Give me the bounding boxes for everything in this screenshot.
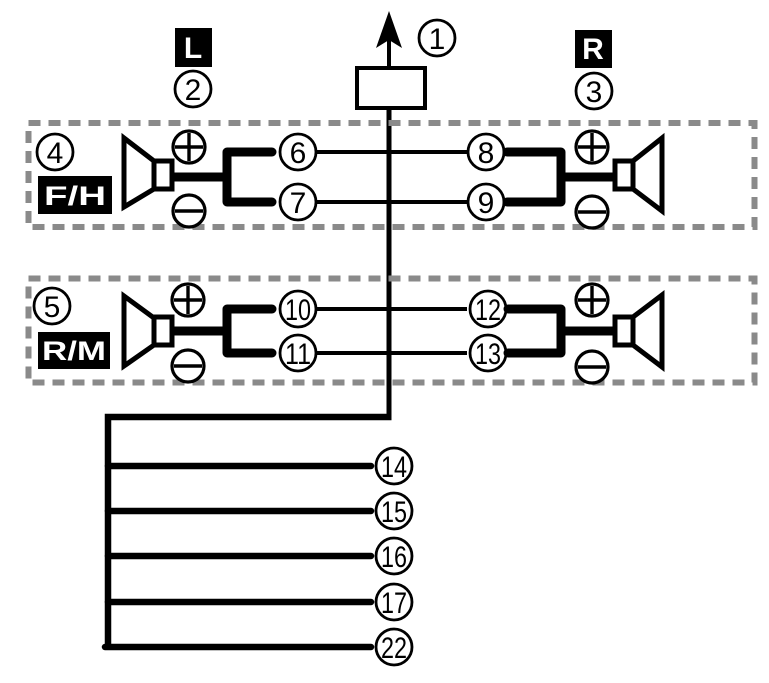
wire-bracket-front-right [502,147,566,207]
antenna-lead: 1 [355,11,457,110]
ref-circle-6 [278,132,318,172]
ref-circle-7 [278,182,318,222]
rear-mid-badge-label: R/M [42,336,106,366]
right-channel-badge [575,30,612,68]
right-channel-badge-label: R [582,33,604,66]
bottom-leads-group: 14 15 16 17 22 [101,413,414,667]
speaker-driver-front-right [612,158,636,192]
ref-label-9: 9 [478,187,495,220]
speaker-icon-front-right [630,132,665,217]
left-channel-badge [175,28,212,67]
ref-circle-15 [374,491,414,531]
ref-circle-17 [374,582,414,622]
ref-circle-11 [278,333,318,373]
left-channel-badge-label: L [184,32,202,65]
speaker-driver-front-left [151,158,175,192]
speaker-icon-front-left [121,132,157,212]
ref-label-4: 4 [47,137,64,170]
left-channel-marker: L 2 [173,28,213,109]
front-high-group: 4 F/H 6 7 8 9 [25,120,758,230]
ref-circle-2 [173,69,213,109]
harness-elbow-line [104,413,392,647]
ref-label-12: 12 [475,294,501,327]
front-high-badge-label: F/H [44,181,106,211]
front-high-badge [38,176,112,214]
arrow-up-icon [376,11,402,48]
ref-label-15: 15 [381,496,407,529]
ref-label-5: 5 [44,291,61,324]
ref-circle-1 [417,18,457,58]
speaker-icon-rear-right [630,289,665,373]
ref-label-7: 7 [290,187,307,220]
rear-mid-dashed-box [25,275,758,386]
ref-label-13: 13 [475,338,501,371]
wire-bracket-rear-left [222,304,277,358]
ref-label-10: 10 [285,294,311,327]
ref-circle-4 [35,132,75,172]
wire-bracket-front-left [222,147,277,207]
ref-label-11: 11 [285,338,311,371]
ref-circle-5 [32,286,72,326]
wire-bracket-rear-right [503,304,566,358]
speaker-driver-rear-right [612,314,636,348]
ref-label-16: 16 [381,541,407,574]
ref-circle-3 [574,71,614,111]
ref-label-1: 1 [429,23,446,56]
ref-circle-10 [278,289,318,329]
ref-label-22: 22 [381,632,407,665]
ref-label-8: 8 [478,137,495,170]
speaker-driver-rear-left [151,314,175,348]
ref-circle-14 [374,446,414,486]
ref-label-3: 3 [586,76,603,109]
rear-mid-badge [38,332,110,369]
ref-circle-16 [374,536,414,576]
antenna-connector [355,66,427,110]
ref-label-17: 17 [381,587,407,620]
rear-mid-group: 5 R/M 10 11 12 13 [25,275,758,386]
ref-circle-22 [374,627,414,667]
speaker-icon-rear-left [121,291,157,371]
ref-label-14: 14 [381,451,407,484]
ref-label-2: 2 [185,74,202,107]
right-channel-marker: R 3 [574,30,614,111]
ref-label-6: 6 [290,137,307,170]
front-high-dashed-box [25,120,758,230]
